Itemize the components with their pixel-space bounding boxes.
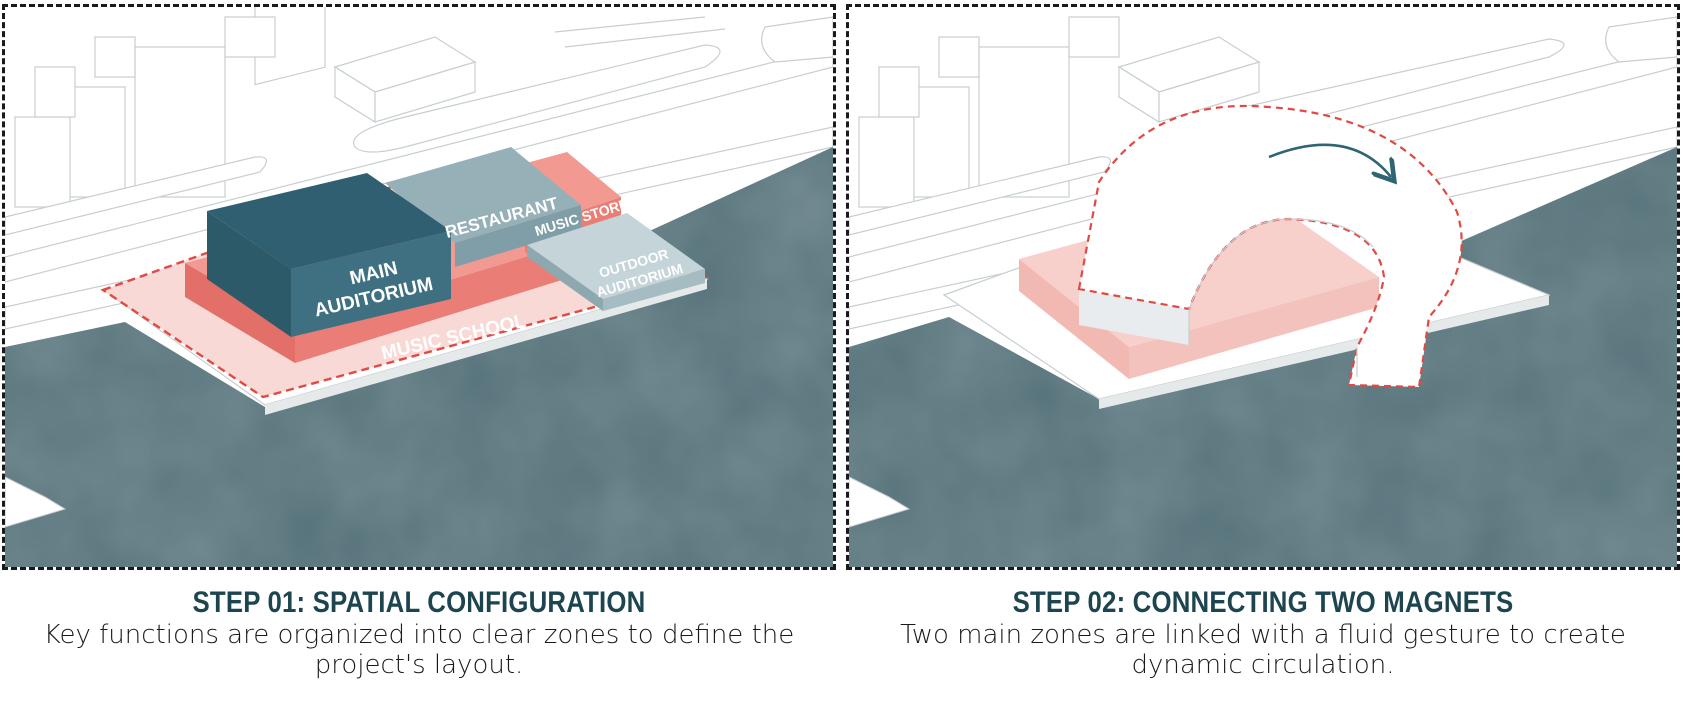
restaurant-block [385, 147, 581, 267]
fluid-circulation-gesture [1077, 104, 1463, 389]
step-02-description: Two main zones are linked with a fluid g… [900, 620, 1626, 680]
outdoor-auditorium-block [527, 213, 705, 311]
step-01-title: STEP 01: SPATIAL CONFIGURATION [192, 586, 646, 619]
step-02-caption: STEP 02: CONNECTING TWO MAGNETS Two main… [846, 586, 1680, 680]
step-01-caption: STEP 01: SPATIAL CONFIGURATION Key funct… [2, 586, 836, 680]
connecting-magnets-axonometric [849, 16, 1677, 567]
step-01-diagram-panel: MAIN AUDITORIUM RESTAURANT MUSIC STORE O… [2, 4, 836, 570]
spatial-configuration-axonometric: MAIN AUDITORIUM RESTAURANT MUSIC STORE O… [5, 7, 833, 567]
main-auditorium-block [207, 173, 451, 337]
step-01-description: Key functions are organized into clear z… [43, 620, 795, 680]
step-02-diagram-panel [846, 4, 1680, 570]
circulation-arrow-icon [1268, 143, 1391, 177]
step-02-title: STEP 02: CONNECTING TWO MAGNETS [1012, 586, 1514, 619]
